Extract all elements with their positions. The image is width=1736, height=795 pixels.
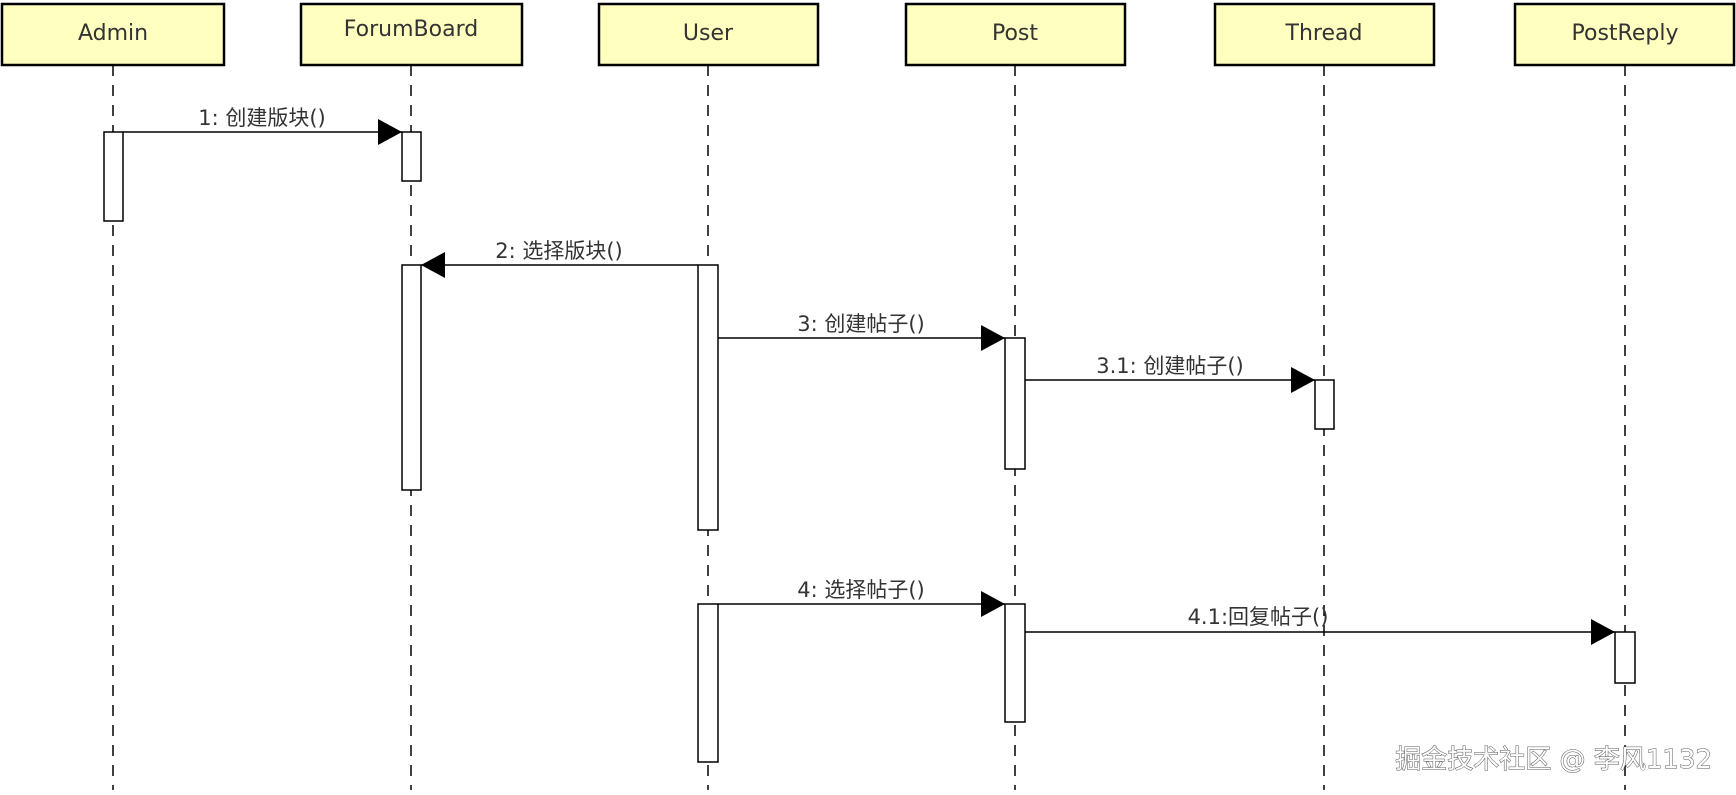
activation-user-2	[697, 603, 719, 763]
activation-forumboard-1	[401, 131, 422, 182]
actor-forumboard[interactable]: ForumBoard	[299, 2, 524, 67]
activation-postreply	[1614, 631, 1636, 684]
messages	[123, 119, 1615, 645]
activation-user-1	[697, 264, 719, 531]
actor-forumboard-label: ForumBoard	[344, 17, 478, 42]
activation-thread	[1314, 379, 1335, 430]
actor-postreply[interactable]: PostReply	[1513, 2, 1736, 67]
actor-user-label: User	[683, 21, 734, 46]
actor-thread[interactable]: Thread	[1213, 2, 1436, 67]
activation-admin	[103, 131, 124, 222]
activation-post-2	[1004, 603, 1026, 723]
activation-post-1	[1004, 337, 1026, 470]
message-2-label: 2: 选择版块()	[495, 239, 623, 263]
watermark-text: 掘金技术社区 @ 李风1132	[1395, 745, 1712, 775]
actor-thread-label: Thread	[1285, 21, 1363, 46]
actor-user[interactable]: User	[597, 2, 820, 67]
message-3-label: 3: 创建帖子()	[797, 312, 925, 336]
activation-forumboard-2	[401, 264, 422, 491]
message-1-label: 1: 创建版块()	[198, 106, 326, 130]
actor-admin[interactable]: Admin	[0, 2, 226, 67]
actor-admin-label: Admin	[78, 21, 148, 46]
message-3-1-label: 3.1: 创建帖子()	[1096, 354, 1244, 378]
activations	[103, 131, 1636, 763]
actor-post-label: Post	[992, 21, 1038, 46]
message-4-label: 4: 选择帖子()	[797, 578, 925, 602]
actor-post[interactable]: Post	[904, 2, 1127, 67]
message-4-1-label: 4.1:回复帖子()	[1188, 605, 1329, 629]
actor-postreply-label: PostReply	[1572, 21, 1679, 46]
lifelines	[112, 65, 1626, 790]
